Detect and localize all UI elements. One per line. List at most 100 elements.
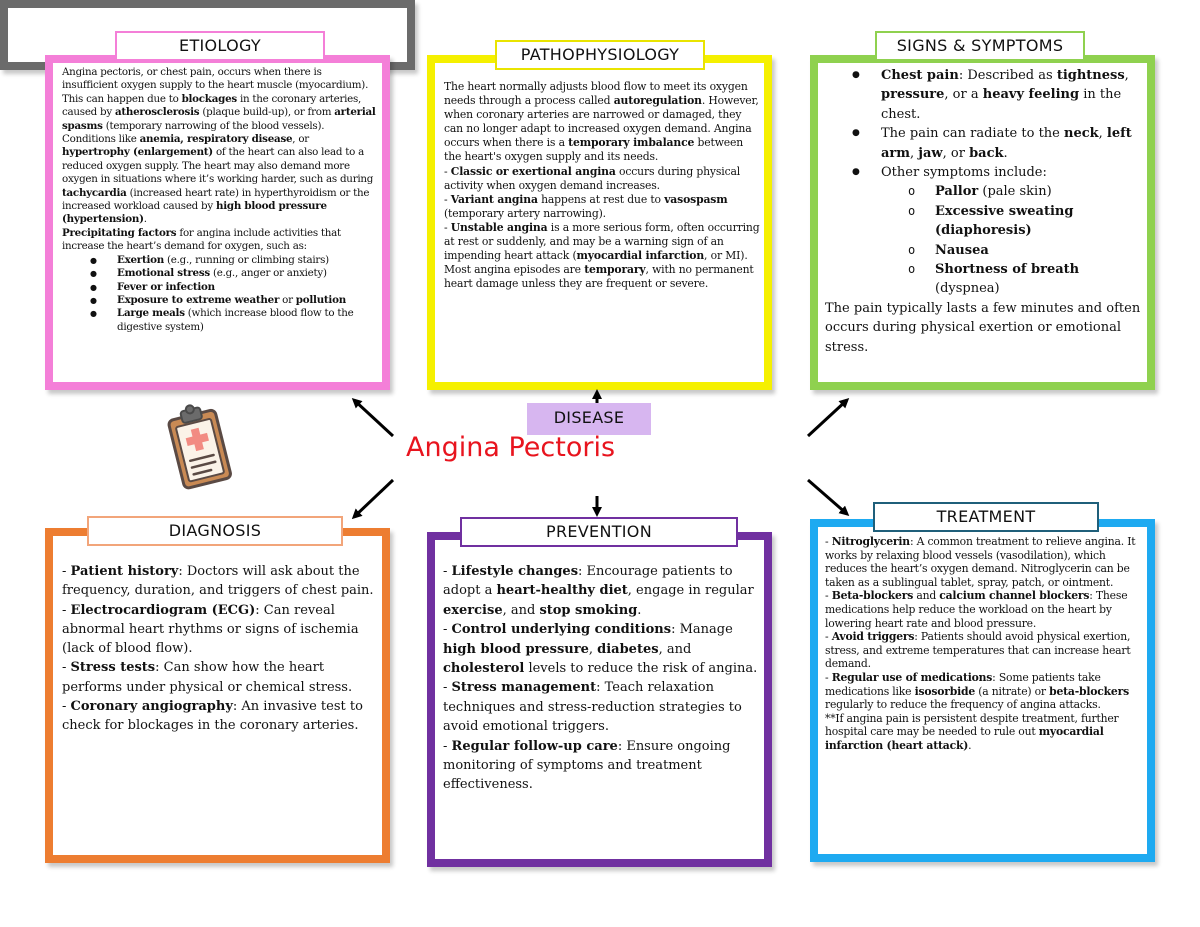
arrow-to-signs bbox=[806, 397, 850, 438]
list-item: Fever or infection bbox=[90, 280, 378, 295]
paragraph: - Classic or exertional angina occurs du… bbox=[444, 165, 762, 193]
diagnosis-content: - Patient history: Doctors will ask abou… bbox=[62, 562, 380, 736]
text-run: (which increase blood flow to the digest… bbox=[117, 307, 354, 333]
list-item: Nausea bbox=[908, 241, 1143, 261]
bold-text: pressure bbox=[881, 87, 945, 103]
text-run: in the chest. bbox=[881, 87, 1122, 122]
text-run: : Can reveal abnormal heart rhythms or s… bbox=[62, 602, 359, 657]
bold-text: beta-blockers bbox=[1049, 684, 1129, 698]
diagnosis-label: DIAGNOSIS bbox=[87, 516, 343, 546]
bold-text: Control underlying conditions bbox=[451, 622, 672, 638]
bold-text: Patient history bbox=[70, 564, 179, 579]
text-run: , and bbox=[658, 641, 692, 657]
bold-text: neck bbox=[1064, 126, 1099, 142]
other-symptoms-list: Pallor (pale skin)Excessive sweating (di… bbox=[908, 182, 1143, 298]
symptom-item: Chest pain: Described as tightness, pres… bbox=[852, 66, 1143, 124]
bold-text: Variant angina bbox=[450, 192, 538, 206]
text-run: regularly to reduce the frequency of ang… bbox=[825, 698, 1101, 712]
signs-symptoms-label: SIGNS & SYMPTOMS bbox=[875, 31, 1085, 61]
arrow-to-treatment bbox=[807, 478, 850, 516]
text-run: levels to reduce the risk of angina. bbox=[524, 661, 758, 677]
text-run: - bbox=[62, 660, 71, 676]
bold-text: tightness bbox=[1056, 68, 1125, 83]
text-run: - bbox=[62, 564, 71, 579]
text-run: (temporary narrowing of the blood vessel… bbox=[62, 119, 325, 146]
bold-text: Unstable angina bbox=[450, 220, 548, 234]
text-run: , or bbox=[942, 145, 970, 161]
clipboard-medical-icon bbox=[167, 404, 232, 490]
text-run: . bbox=[637, 602, 642, 618]
text-run: - bbox=[825, 630, 832, 644]
text-run: - bbox=[443, 738, 452, 754]
text-run: . bbox=[1003, 145, 1008, 161]
text-run: , bbox=[1098, 126, 1107, 142]
bold-text: Precipitating factors bbox=[62, 226, 177, 239]
bold-text: autoregulation bbox=[613, 94, 702, 108]
bold-text: blockages bbox=[181, 92, 238, 105]
bold-text: arterial spasms bbox=[62, 106, 376, 132]
text-run: : Can show how the heart performs under … bbox=[62, 660, 353, 695]
bold-text: high blood pressure (hypertension) bbox=[62, 200, 327, 226]
bold-text: Regular use of medications bbox=[831, 670, 993, 684]
text-run: . bbox=[968, 738, 972, 752]
bold-text: myocardial infarction (heart attack) bbox=[825, 725, 1104, 752]
text-run: : Doctors will ask about the frequency, … bbox=[62, 564, 374, 599]
paragraph: - Unstable angina is a more serious form… bbox=[444, 221, 762, 263]
text-run: Most angina episodes are bbox=[444, 263, 585, 277]
paragraph: The heart normally adjusts blood flow to… bbox=[444, 80, 762, 165]
bold-text: Fever or infection bbox=[117, 280, 215, 293]
text-run: between the heart's oxygen supply and it… bbox=[444, 136, 744, 164]
paragraph: - Beta-blockers and calcium channel bloc… bbox=[825, 589, 1143, 630]
bold-text: Exertion bbox=[117, 253, 164, 266]
bold-text: Regular follow-up care bbox=[451, 738, 618, 754]
bold-text: diabetes bbox=[597, 641, 659, 657]
text-run: : Patients should avoid physical exertio… bbox=[825, 630, 1131, 671]
paragraph: - Patient history: Doctors will ask abou… bbox=[62, 562, 380, 601]
pathophysiology-content: The heart normally adjusts blood flow to… bbox=[444, 80, 762, 291]
bold-text: hypertrophy (enlargement) bbox=[62, 146, 213, 159]
text-run: for angina include activities that incre… bbox=[62, 226, 341, 253]
bold-text: tachycardia bbox=[62, 186, 127, 199]
text-run: , or MI). bbox=[704, 249, 748, 263]
text-run: (pale skin) bbox=[978, 184, 1052, 200]
paragraph: - Avoid triggers: Patients should avoid … bbox=[825, 630, 1143, 671]
bold-text: Stress management bbox=[451, 680, 597, 696]
text-run: - bbox=[825, 670, 832, 684]
text-run: and bbox=[913, 589, 940, 603]
text-run: - bbox=[62, 602, 71, 618]
text-run: , engage in regular bbox=[627, 583, 754, 599]
text-run: - bbox=[444, 164, 451, 178]
bold-text: Exposure to extreme weather bbox=[117, 293, 280, 306]
text-run: , bbox=[588, 641, 598, 657]
prevention-label: PREVENTION bbox=[460, 517, 738, 547]
etiology-precipitating: Precipitating factors for angina include… bbox=[62, 227, 378, 254]
text-run: The heart normally adjusts blood flow to… bbox=[444, 80, 748, 108]
text-run: - bbox=[62, 699, 71, 715]
bold-text: back bbox=[969, 145, 1004, 161]
bold-text: pollution bbox=[295, 293, 346, 306]
paragraph: - Lifestyle changes: Encourage patients … bbox=[443, 562, 761, 620]
bold-text: temporary imbalance bbox=[568, 136, 695, 150]
paragraph: - Nitroglycerin: A common treatment to r… bbox=[825, 535, 1143, 589]
bold-text: jaw bbox=[918, 145, 943, 161]
bold-text: stop smoking bbox=[539, 602, 638, 618]
paragraph: - Electrocardiogram (ECG): Can reveal ab… bbox=[62, 601, 380, 659]
symptoms-list: Chest pain: Described as tightness, pres… bbox=[852, 66, 1143, 299]
text-run: or bbox=[279, 293, 296, 306]
text-run: , and bbox=[502, 602, 540, 618]
bold-text: Stress tests bbox=[70, 660, 156, 676]
list-item: Exertion (e.g., running or climbing stai… bbox=[90, 253, 378, 268]
bold-text: calcium channel blockers bbox=[939, 589, 1090, 603]
bold-text: Classic or exertional angina bbox=[450, 164, 616, 178]
text-run: **If angina pain is persistent despite t… bbox=[825, 711, 1119, 739]
list-item: Excessive sweating (diaphoresis) bbox=[908, 202, 1143, 241]
list-item: Emotional stress (e.g., anger or anxiety… bbox=[90, 267, 378, 281]
text-run: : Some patients take medications like bbox=[825, 670, 1101, 698]
text-run: The pain can radiate to the bbox=[881, 126, 1064, 142]
signs-symptoms-content: Chest pain: Described as tightness, pres… bbox=[825, 66, 1143, 357]
text-run: (e.g., running or climbing stairs) bbox=[164, 253, 329, 266]
symptom-item: Other symptoms include: Pallor (pale ski… bbox=[852, 163, 1143, 299]
etiology-factors-list: Exertion (e.g., running or climbing stai… bbox=[90, 253, 378, 334]
text-run: - bbox=[825, 589, 832, 603]
text-run: : Encourage patients to adopt a bbox=[443, 564, 733, 599]
